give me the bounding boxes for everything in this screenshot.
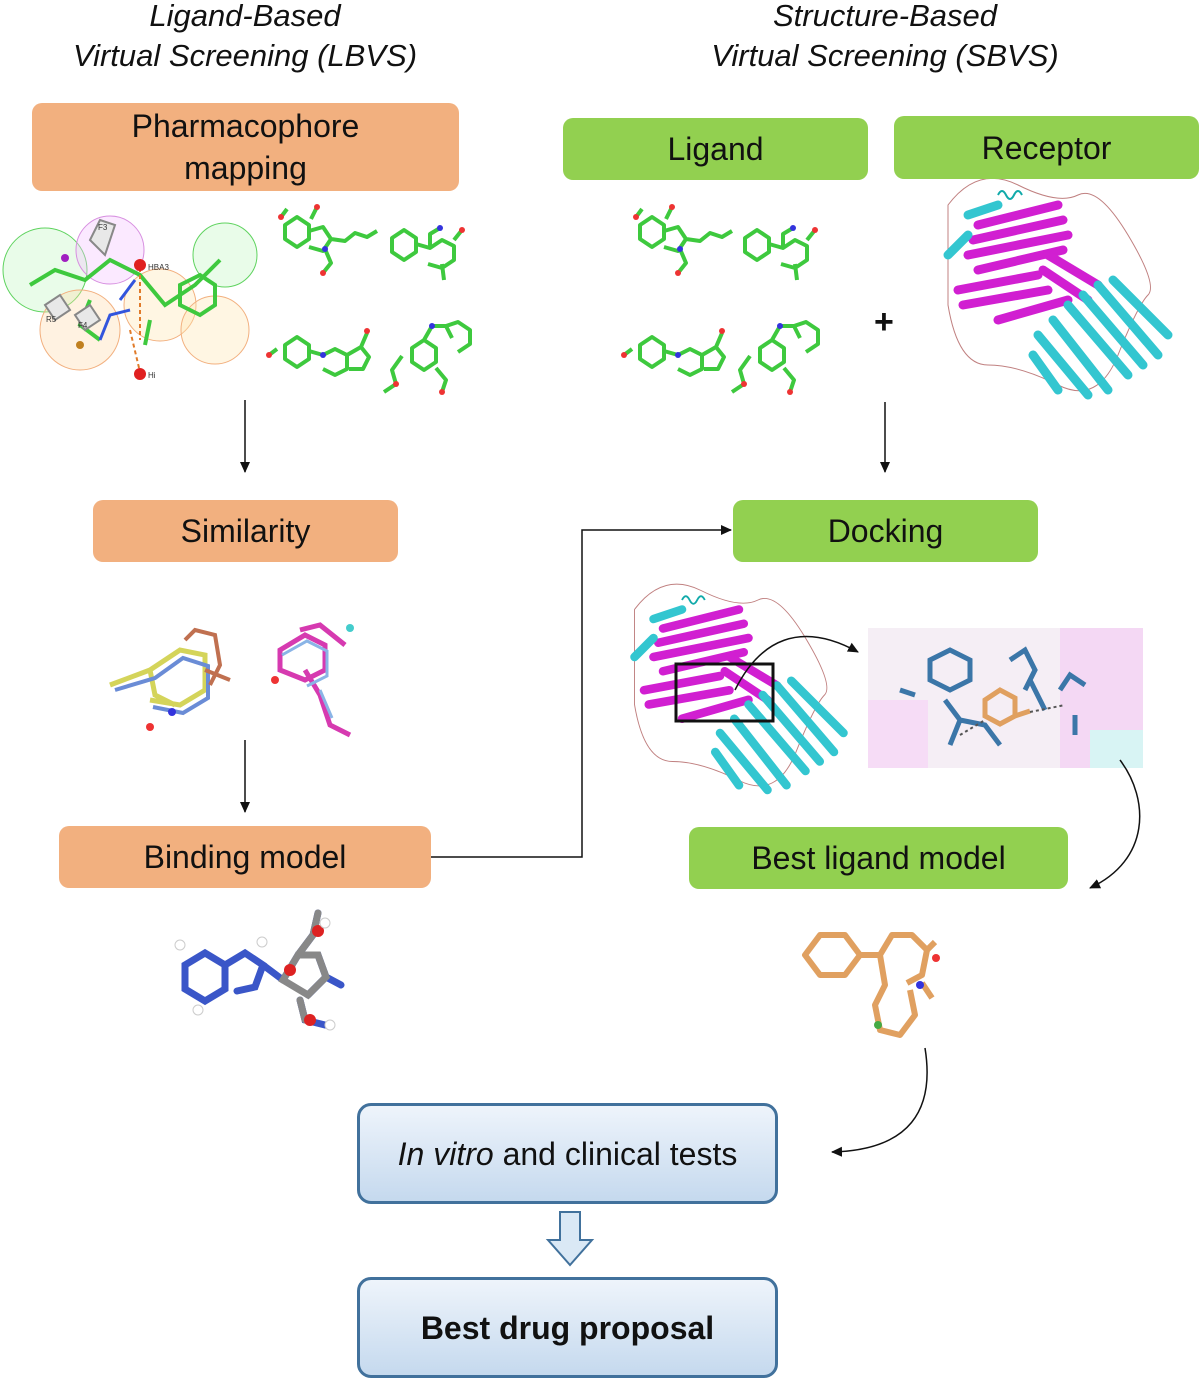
pharmacophore-mapping-box: Pharmacophore mapping [32, 103, 459, 191]
ligand-box: Ligand [563, 118, 868, 180]
docking-complex-image [635, 584, 844, 790]
best-ligand-model-box: Best ligand model [689, 827, 1068, 889]
plus-sign: + [874, 303, 894, 341]
pharmacophore-label-hi: Hi [148, 371, 156, 380]
arrow-pose-to-best-ligand [1089, 759, 1141, 889]
binding-model-box: Binding model [59, 826, 431, 888]
docking-box: Docking [733, 500, 1038, 562]
flow-arrows [240, 400, 1141, 1157]
lbvs-heading: Ligand-Based Virtual Screening (LBVS) [40, 0, 450, 76]
similarity-overlay-image [109, 622, 354, 738]
pharmacophore-line2: mapping [184, 150, 307, 186]
similarity-box: Similarity [93, 500, 398, 562]
receptor-protein-image [948, 178, 1168, 395]
arrow-best-ligand-to-tests [831, 1047, 928, 1157]
arrow-binding-model-to-docking [431, 525, 732, 858]
pharmacophore-label-hba3: HBA3 [148, 263, 169, 272]
ligand-structure-image [619, 202, 820, 397]
lbvs-ligand-set [264, 202, 472, 397]
sbvs-heading-line2: Virtual Screening (SBVS) [711, 38, 1059, 73]
binding-site-box [674, 662, 775, 723]
best-ligand-molecule-image [802, 932, 940, 1038]
clinical-tests-label: In vitro and clinical tests [398, 1133, 738, 1175]
binding-model-label: Binding model [143, 839, 347, 875]
pharmacophore-label-r5: R5 [46, 315, 57, 324]
in-vitro-text: In vitro [397, 1135, 494, 1172]
arrow-zoom-binding-site [734, 635, 859, 691]
lbvs-heading-line2: Virtual Screening (LBVS) [72, 38, 418, 73]
sbvs-heading: Structure-Based Virtual Screening (SBVS) [670, 0, 1100, 76]
clinical-tests-text: and clinical tests [493, 1135, 738, 1172]
block-down-arrow-icon [545, 1211, 595, 1267]
binding-model-molecule-image [174, 909, 345, 1031]
receptor-box: Receptor [894, 116, 1199, 179]
best-ligand-model-label: Best ligand model [751, 840, 1006, 876]
docking-label: Docking [827, 513, 944, 549]
best-drug-proposal-label: Best drug proposal [420, 1309, 715, 1346]
lbvs-heading-line1: Ligand-Based [149, 0, 341, 33]
pharmacophore-label-f3: F3 [98, 223, 108, 232]
sbvs-heading-line1: Structure-Based [773, 0, 997, 33]
receptor-label: Receptor [981, 129, 1112, 166]
binding-pose-zoom-image [868, 628, 1143, 768]
best-drug-proposal-box: Best drug proposal [357, 1277, 778, 1378]
clinical-tests-box: In vitro and clinical tests [357, 1103, 778, 1204]
similarity-label: Similarity [180, 513, 311, 549]
pharmacophore-label-f4: F4 [78, 321, 88, 330]
pharmacophore-model-image: HBA3 Hi F3 R5 F4 [2, 215, 258, 380]
pharmacophore-line1: Pharmacophore [131, 108, 360, 144]
ligand-label: Ligand [667, 131, 764, 167]
